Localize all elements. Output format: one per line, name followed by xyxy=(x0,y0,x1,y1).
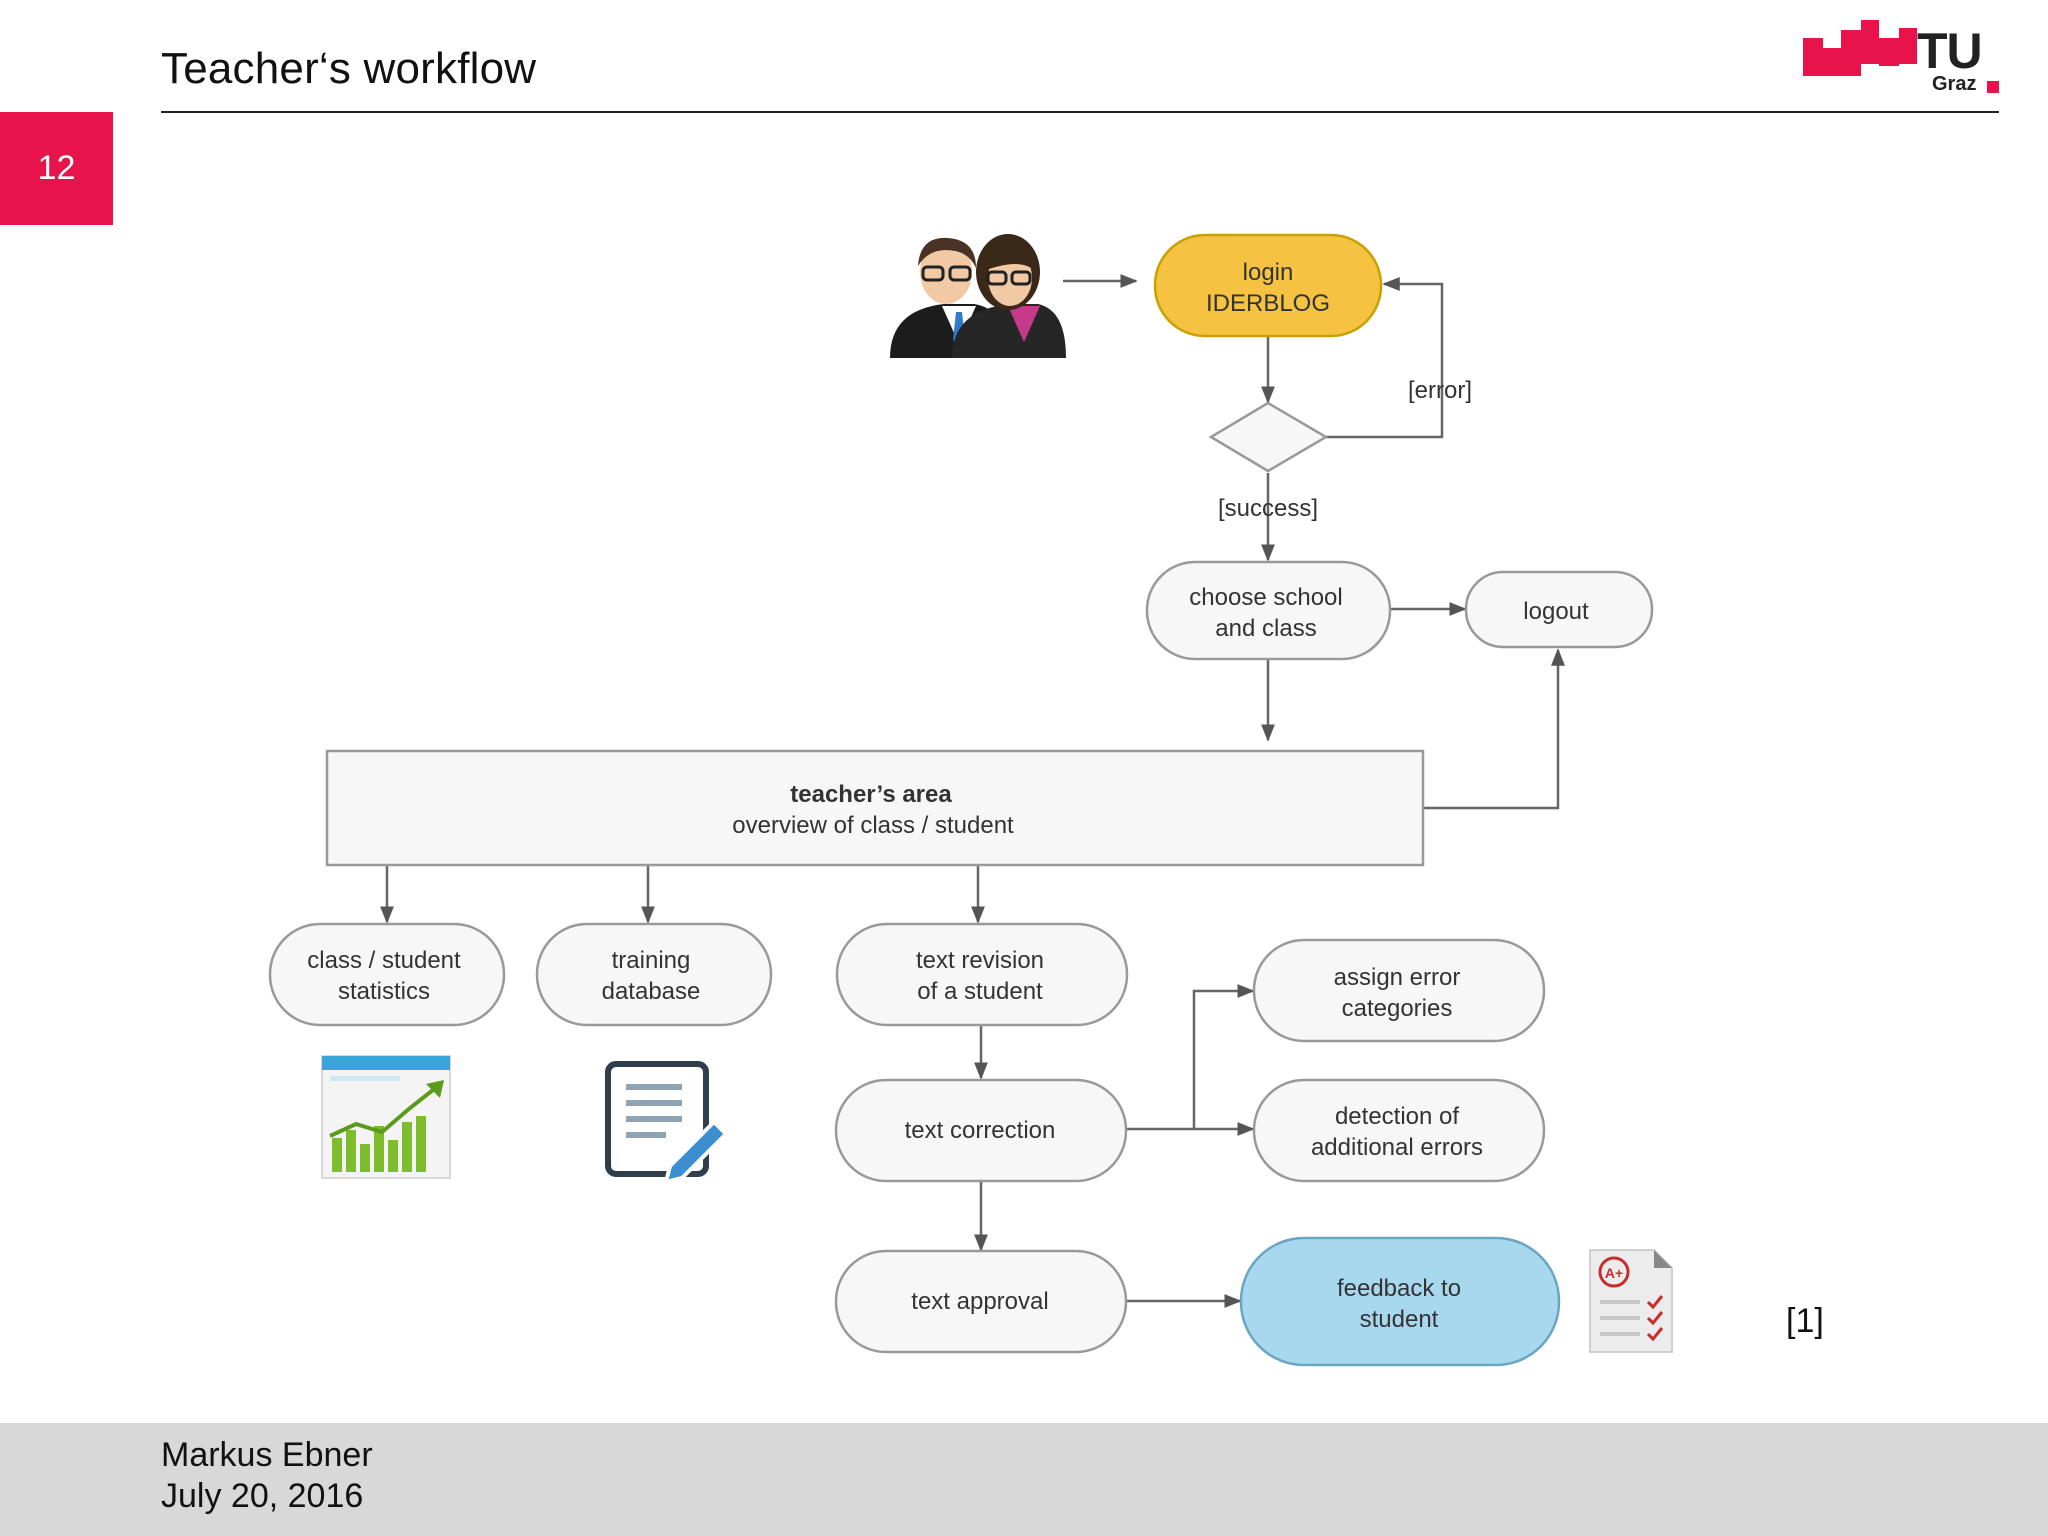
node-stats-line2: statistics xyxy=(338,978,430,1005)
graded-paper-icon: A+ xyxy=(1589,1249,1673,1353)
node-teachers-area: teacher’s area overview of class / stude… xyxy=(325,749,1425,867)
error-label: [error] xyxy=(1408,377,1472,404)
footer-date: July 20, 2016 xyxy=(161,1477,364,1515)
diagram-edges xyxy=(380,274,1565,1308)
node-feedback-line2: student xyxy=(1360,1306,1439,1333)
node-revision-line1: text revision xyxy=(916,947,1044,974)
area-title: teacher’s area xyxy=(790,781,952,808)
node-login-line2: IDERBLOG xyxy=(1206,290,1330,317)
node-login: login IDERBLOG xyxy=(1153,233,1383,338)
node-assign-line2: categories xyxy=(1342,995,1453,1022)
node-choose-school: choose school and class xyxy=(1145,560,1392,661)
logo-subtext: Graz xyxy=(1932,73,1977,95)
node-assign-error: assign error categories xyxy=(1252,938,1546,1043)
node-stats-line1: class / student xyxy=(307,947,461,974)
node-training-database: training database xyxy=(535,922,773,1027)
svg-text:A+: A+ xyxy=(1605,1265,1623,1281)
document-edit-icon xyxy=(605,1061,729,1185)
teachers-icon xyxy=(890,234,1066,358)
node-training-line2: database xyxy=(602,978,701,1005)
node-feedback-line1: feedback to xyxy=(1337,1275,1461,1302)
footer-author: Markus Ebner xyxy=(161,1436,373,1474)
node-choose-line1: choose school xyxy=(1189,584,1342,611)
workflow-diagram: [error] [success] login IDERBLOG choose … xyxy=(268,233,1673,1367)
node-logout: logout xyxy=(1464,570,1654,649)
slide-title: Teacher‘s workflow xyxy=(161,44,537,93)
citation-marker: [1] xyxy=(1786,1302,1824,1340)
statistics-chart-icon xyxy=(321,1055,451,1179)
node-text-approval: text approval xyxy=(834,1249,1128,1354)
title-divider xyxy=(161,111,1999,113)
logo-text: TU xyxy=(1917,23,1983,79)
node-correction-label: text correction xyxy=(905,1117,1056,1144)
node-approval-label: text approval xyxy=(911,1288,1048,1315)
page-number-badge: 12 xyxy=(0,112,113,225)
node-assign-line1: assign error xyxy=(1334,964,1461,991)
logo-dot xyxy=(1987,81,1999,93)
node-logout-label: logout xyxy=(1523,598,1589,625)
footer-bar xyxy=(0,1423,2048,1536)
node-detection-line2: additional errors xyxy=(1311,1134,1483,1161)
node-choose-line2: and class xyxy=(1215,615,1316,642)
node-text-correction: text correction xyxy=(834,1078,1128,1183)
node-login-line1: login xyxy=(1243,259,1294,286)
decision-diamond xyxy=(1208,401,1329,473)
node-statistics: class / student statistics xyxy=(268,922,506,1027)
area-subtitle: overview of class / student xyxy=(732,812,1014,839)
node-revision-line2: of a student xyxy=(917,978,1043,1005)
node-training-line1: training xyxy=(612,947,691,974)
node-detection: detection of additional errors xyxy=(1252,1078,1546,1183)
node-detection-line1: detection of xyxy=(1335,1103,1459,1130)
node-text-revision: text revision of a student xyxy=(835,922,1129,1027)
tu-graz-logo-icon xyxy=(1803,20,1917,76)
success-label: [success] xyxy=(1218,495,1318,522)
node-feedback: feedback to student xyxy=(1239,1236,1561,1367)
